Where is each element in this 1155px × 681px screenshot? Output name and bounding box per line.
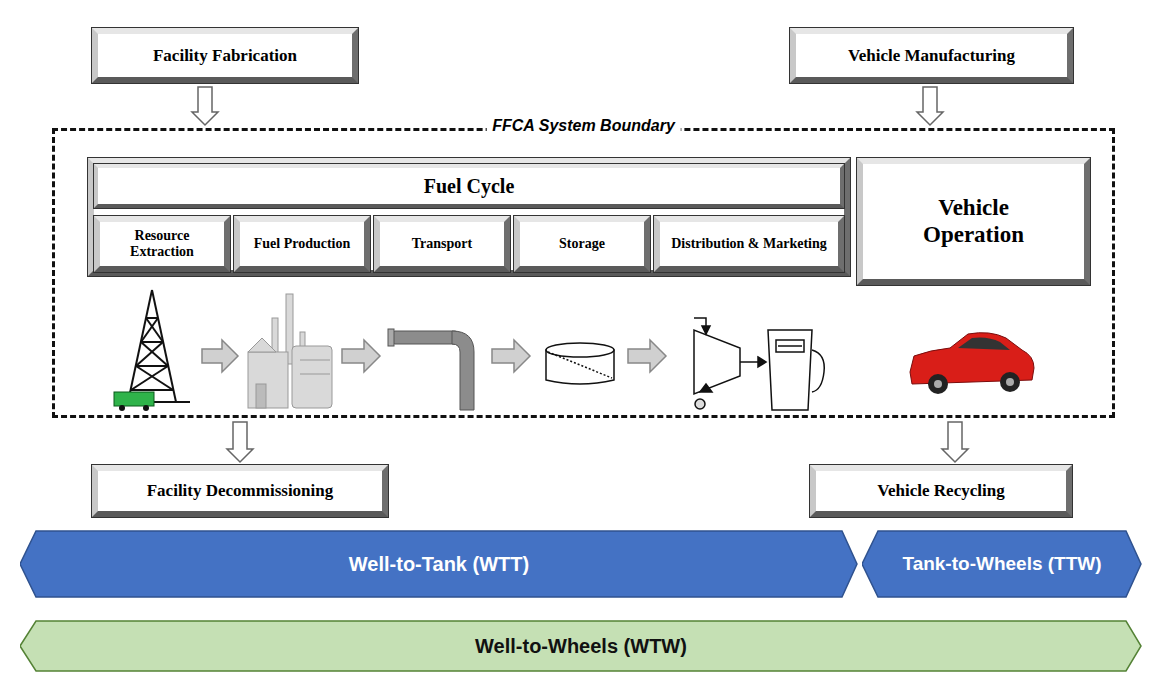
process-arrow [202,340,666,372]
input-box: Vehicle Manufacturing [790,28,1073,83]
ttw-band: Tank-to-Wheels (TTW) [862,530,1142,598]
box-label: Storage [555,236,609,252]
flow-arrow [192,87,218,125]
box-label: Well-to-Tank (WTT) [349,553,529,576]
box-label: Fuel Cycle [94,164,844,208]
flow-arrow [917,87,943,125]
flow-arrow [227,422,253,462]
flow-arrow [942,422,968,462]
storage-tank [546,343,614,384]
output-box: Vehicle Recycling [810,465,1072,517]
vehicle-operation-box: Vehicle Operation [857,158,1090,285]
truck [114,392,154,406]
wtt-band: Well-to-Tank (WTT) [20,530,858,598]
stage-box: Resource Extraction [94,216,230,272]
car [910,333,1034,394]
output-box: Facility Decommissioning [92,465,388,517]
input-box: Facility Fabrication [92,28,358,83]
stage-box: Storage [514,216,650,272]
refinery [248,294,332,408]
wtw-band: Well-to-Wheels (WTW) [20,620,1142,672]
pipeline [388,329,474,410]
box-label: Facility Decommissioning [143,481,338,501]
oil-derrick [120,290,190,402]
box-label: Vehicle Operation [895,195,1053,248]
box-label: Tank-to-Wheels (TTW) [902,553,1101,575]
box-label: Facility Fabrication [149,46,301,66]
fuel-cycle-box: Resource Extraction Fuel Production Transp… [88,158,850,276]
fuel-pump [768,330,824,410]
box-label: Fuel Production [250,236,355,252]
stage-box: Distribution & Marketing [654,216,844,272]
box-label: Distribution & Marketing [667,236,831,252]
box-label: Vehicle Manufacturing [844,46,1019,66]
box-label: Well-to-Wheels (WTW) [475,635,687,658]
stage-box: Transport [374,216,510,272]
boundary-label: FFCA System Boundary [486,117,681,135]
box-label: Transport [408,236,476,252]
stage-box: Fuel Production [234,216,370,272]
box-label: Vehicle Recycling [873,481,1008,501]
compressor [694,318,766,409]
box-label: Resource Extraction [100,228,224,260]
system-boundary: Resource Extraction Fuel Production Transp… [52,128,1115,418]
